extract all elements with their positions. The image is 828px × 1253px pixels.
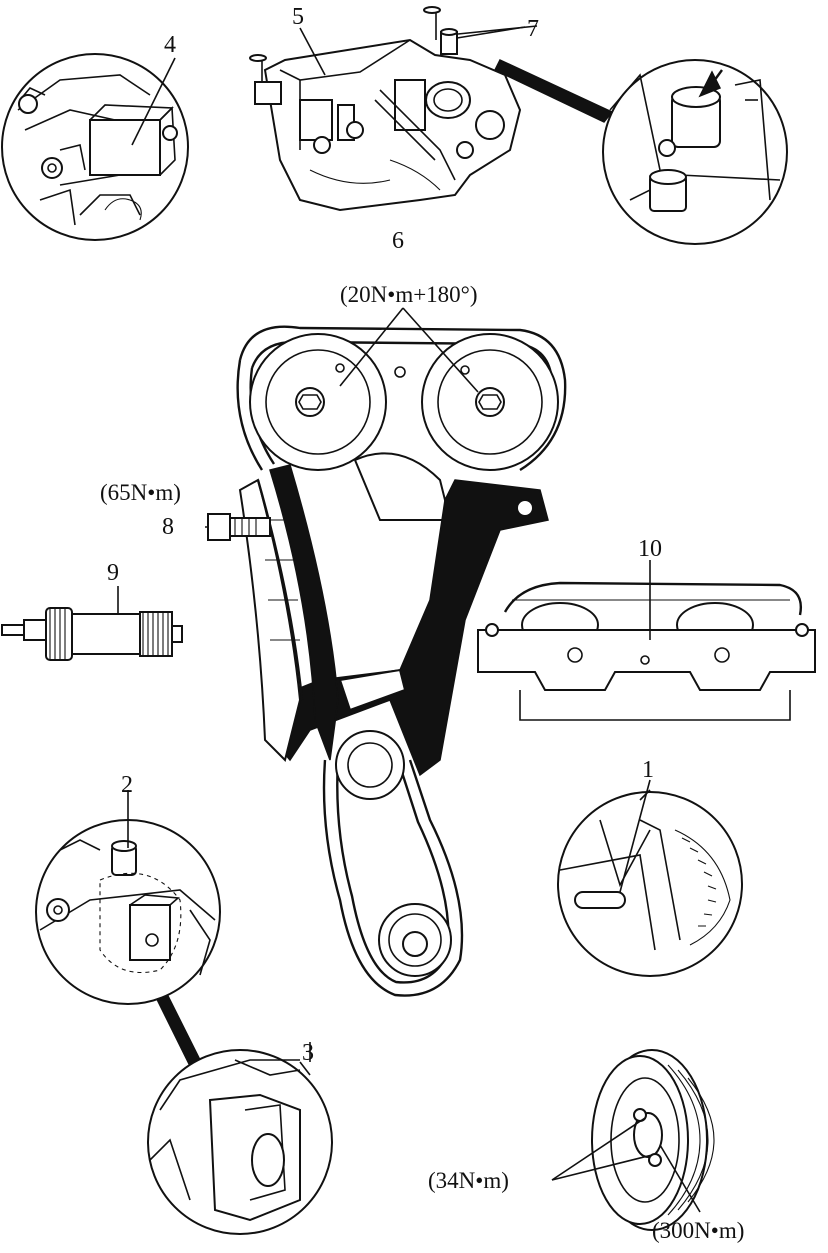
detail-circle-3 <box>147 1049 333 1235</box>
label-1: 1 <box>642 757 654 783</box>
label-4: 4 <box>164 32 176 58</box>
detail-circle-arrow <box>493 59 788 245</box>
torque-camshaft-bolts: (20N•m+180°) <box>340 282 478 307</box>
torque-tensioner-bolt: (65N•m) <box>100 480 181 505</box>
detail-circle-1 <box>557 789 743 977</box>
label-3: 3 <box>302 1040 314 1066</box>
label-8: 8 <box>162 514 174 540</box>
label-2: 2 <box>121 772 133 798</box>
callout-labels: 4 5 7 6 8 9 10 1 2 3 <box>107 4 662 1066</box>
cylinder-head-sketch <box>249 6 526 212</box>
label-5: 5 <box>292 4 304 30</box>
crankshaft-pulley <box>591 1049 715 1231</box>
detail-circle-2 <box>35 790 221 1068</box>
torque-pulley-center-bolt: (300N•m) <box>652 1218 744 1243</box>
leader-lines <box>131 25 701 1213</box>
label-6: 6 <box>392 228 404 254</box>
label-10: 10 <box>638 536 662 562</box>
torque-pulley-small-bolts: (34N•m) <box>428 1168 509 1193</box>
timing-chain-assembly <box>205 325 567 997</box>
torque-specs: (20N•m+180°) (65N•m) (34N•m) (300N•m) <box>100 282 744 1243</box>
camshaft-carrier-10 <box>477 560 816 721</box>
label-7: 7 <box>527 16 539 42</box>
tool-9 <box>1 586 183 661</box>
label-9: 9 <box>107 560 119 586</box>
detail-circle-4 <box>1 53 189 241</box>
